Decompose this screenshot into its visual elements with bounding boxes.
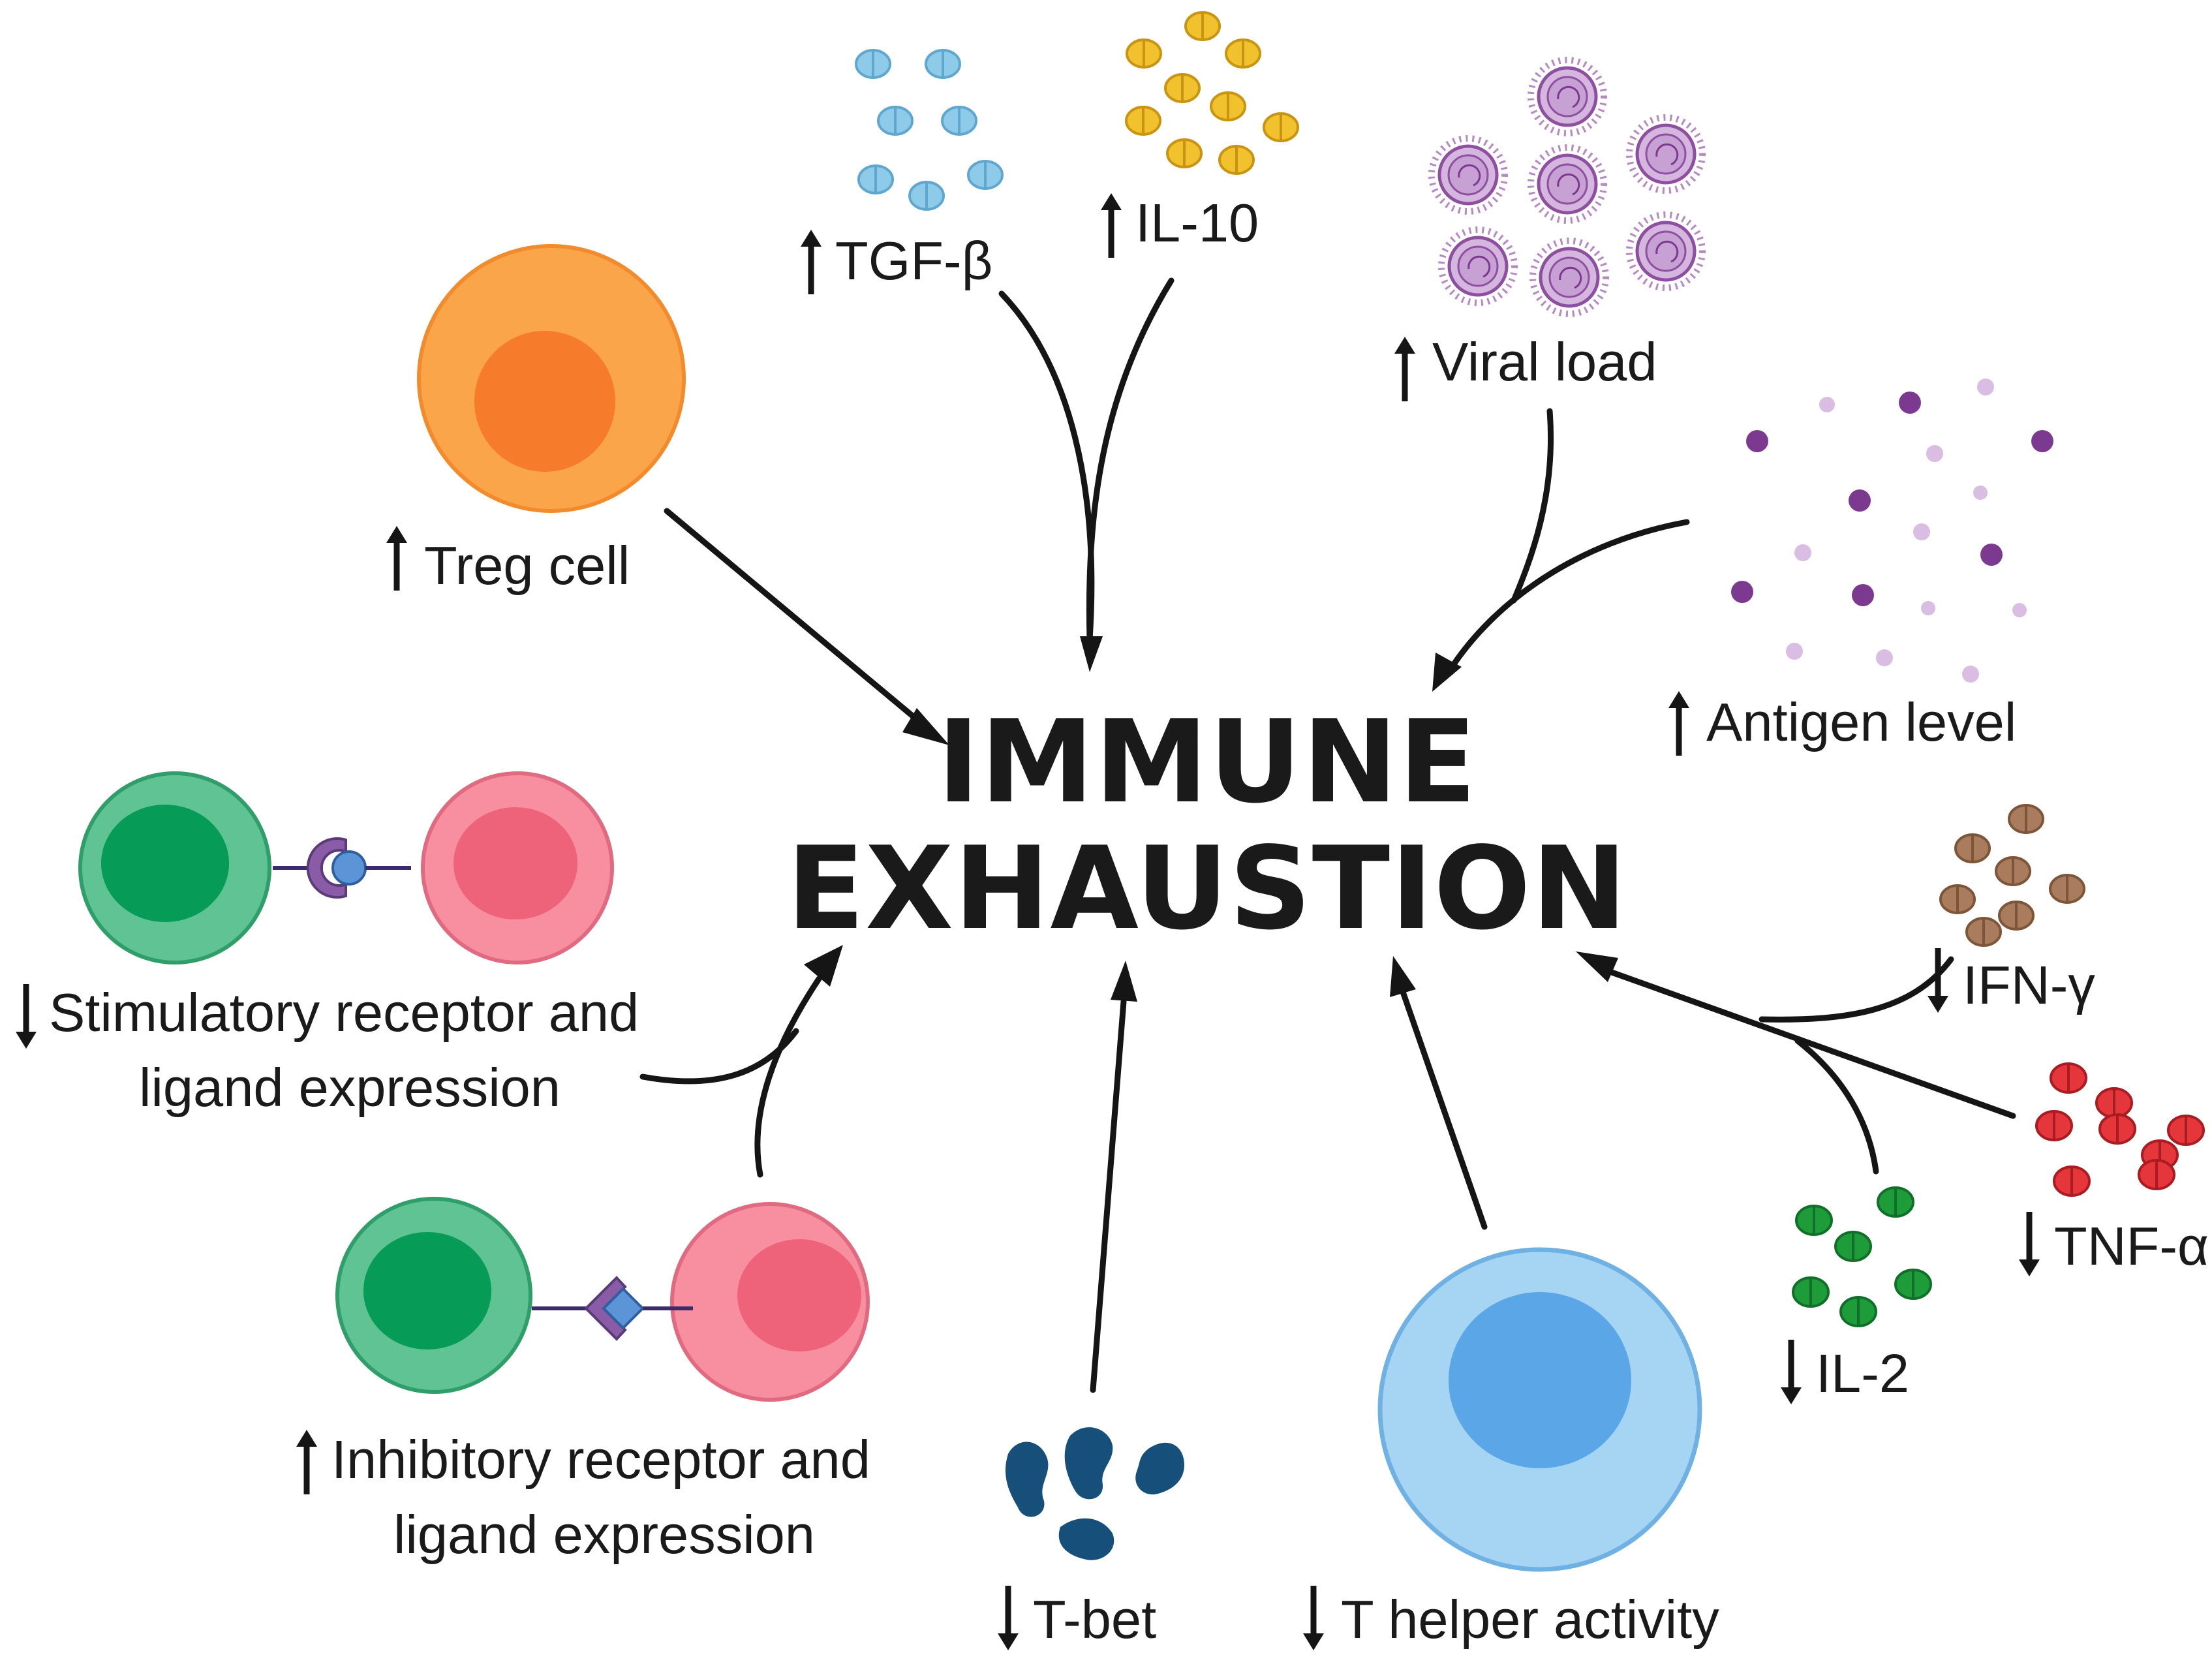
ifn-gamma-group: IFN-γ [1928, 804, 2095, 1015]
stimulatory-t-cell-nucleus [101, 805, 229, 922]
tgf-beta-particles [855, 49, 1004, 211]
tbet-down-arrow-icon [998, 1586, 1019, 1650]
inhibitory-label-line-2: ligand expression [393, 1504, 815, 1565]
stimulatory-ligand [331, 850, 367, 886]
tbet-molecules [1005, 1427, 1184, 1560]
tnf-alpha-label: TNF-α [2054, 1216, 2209, 1276]
inhibitory-up-arrow-icon [296, 1430, 317, 1494]
t-helper-group: T helper activity [1303, 1247, 1719, 1650]
title-line-2: EXHAUSTION [787, 823, 1628, 955]
tnf-alpha-connector [1608, 969, 2016, 1119]
t-helper-arrowhead [1390, 956, 1416, 997]
stimulatory-down-arrow-icon [16, 984, 37, 1049]
treg-group: Treg cell [386, 244, 686, 596]
cytokines-right-arrowhead [1576, 951, 1618, 982]
viral-load-up-arrow-icon [1394, 337, 1415, 401]
treg-arrowhead [902, 708, 949, 745]
antigen-connector [1445, 519, 1690, 675]
il2-connector [1794, 1038, 1879, 1175]
il2-group: IL-2 [1781, 1186, 1932, 1404]
il10-connector [1086, 277, 1175, 643]
tnf-alpha-group: TNF-α [2019, 1062, 2209, 1276]
treg-nucleus [474, 331, 615, 472]
ifn-gamma-particles [1939, 804, 2085, 947]
il2-particles [1792, 1186, 1932, 1327]
stimulatory-group: Stimulatory receptor and ligand expressi… [16, 771, 639, 1118]
tbet-arrowhead [1111, 961, 1137, 1002]
viral-load-label: Viral load [1432, 332, 1657, 392]
t-helper-nucleus [1449, 1292, 1631, 1468]
ifn-gamma-label: IFN-γ [1963, 955, 2095, 1015]
stimulatory-receptor [306, 837, 347, 899]
t-helper-label: T helper activity [1341, 1589, 1719, 1650]
antigen-up-arrow-icon [1668, 691, 1689, 756]
tbet-group: T-bet [998, 1427, 1184, 1650]
inhibitory-group: Inhibitory receptor and ligand expressio… [296, 1197, 870, 1565]
tgf-beta-up-arrow-icon [801, 230, 822, 294]
il2-label: IL-2 [1816, 1343, 1909, 1404]
tbet-connector [1090, 998, 1127, 1393]
antigen-arrowhead [1432, 653, 1462, 692]
il2-down-arrow-icon [1781, 1340, 1802, 1404]
virus-particles [1432, 60, 1702, 314]
viral-load-connector [1511, 408, 1554, 604]
treg-connector [664, 508, 930, 731]
il10-up-arrow-icon [1101, 193, 1122, 258]
inhibitory-label-line-1: Inhibitory receptor and [331, 1429, 870, 1490]
viral-load-group: Viral load [1394, 60, 1702, 401]
tnf-alpha-particles [2035, 1062, 2205, 1197]
antigen-group: Antigen level [1668, 378, 2053, 756]
title-line-1: IMMUNE [937, 696, 1477, 829]
inhibitory-receptor [584, 1276, 627, 1341]
stimulatory-label-line-2: ligand expression [139, 1057, 561, 1118]
antigen-label: Antigen level [1706, 692, 2016, 752]
inhibitory-t-cell-nucleus [363, 1232, 491, 1350]
tnf-alpha-down-arrow-icon [2019, 1212, 2040, 1276]
cytokine-arrowhead [1080, 636, 1103, 672]
central-title: IMMUNE EXHAUSTION [787, 696, 1628, 955]
ifn-gamma-connector [1759, 956, 1954, 1023]
treg-label: Treg cell [424, 535, 630, 596]
stimulatory-label-line-1: Stimulatory receptor and [49, 982, 639, 1043]
tgf-beta-group: TGF-β [801, 49, 1004, 294]
t-helper-connector [1400, 989, 1488, 1230]
t-helper-down-arrow-icon [1303, 1586, 1324, 1650]
tbet-label: T-bet [1033, 1589, 1156, 1650]
receptor-arrowhead [804, 945, 843, 987]
inhibitory-apc-nucleus [737, 1239, 861, 1351]
il10-particles [1125, 11, 1299, 175]
inhibitory-connector [754, 976, 822, 1178]
inhibitory-ligand [602, 1287, 645, 1330]
il10-label: IL-10 [1135, 193, 1259, 253]
treg-up-arrow-icon [386, 526, 407, 591]
antigen-particles [1731, 378, 2053, 683]
tgf-beta-label: TGF-β [835, 230, 992, 291]
il10-group: IL-10 [1101, 11, 1299, 258]
connector-arrows [639, 277, 2016, 1393]
stimulatory-apc-nucleus [453, 807, 577, 919]
tgf-beta-connector [998, 290, 1095, 643]
